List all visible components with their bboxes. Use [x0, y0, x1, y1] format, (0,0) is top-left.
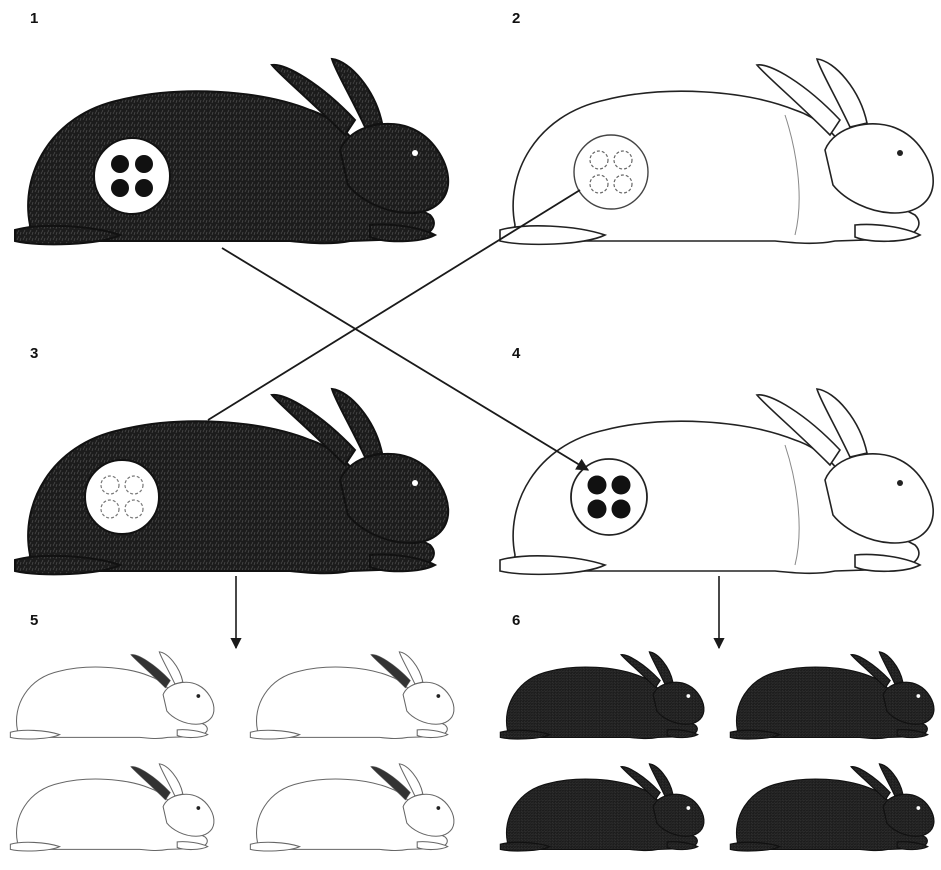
offspring-5-d — [250, 764, 454, 851]
rabbit-3-black — [15, 389, 448, 574]
rabbit-2-white — [500, 59, 933, 244]
ovary-patch-4 — [571, 459, 647, 535]
offspring-6-c — [500, 764, 704, 851]
ovary-patch-1 — [94, 138, 170, 214]
offspring-6-b — [730, 652, 934, 739]
offspring-5-a — [10, 652, 214, 739]
ovary-patch-3 — [85, 460, 159, 534]
offspring-5-b — [250, 652, 454, 739]
offspring-5-c — [10, 764, 214, 851]
rabbit-1-black — [15, 59, 448, 244]
offspring-6-a — [500, 652, 704, 739]
ovary-patch-2 — [574, 135, 648, 209]
offspring-6-d — [730, 764, 934, 851]
rabbit-4-white — [500, 389, 933, 574]
